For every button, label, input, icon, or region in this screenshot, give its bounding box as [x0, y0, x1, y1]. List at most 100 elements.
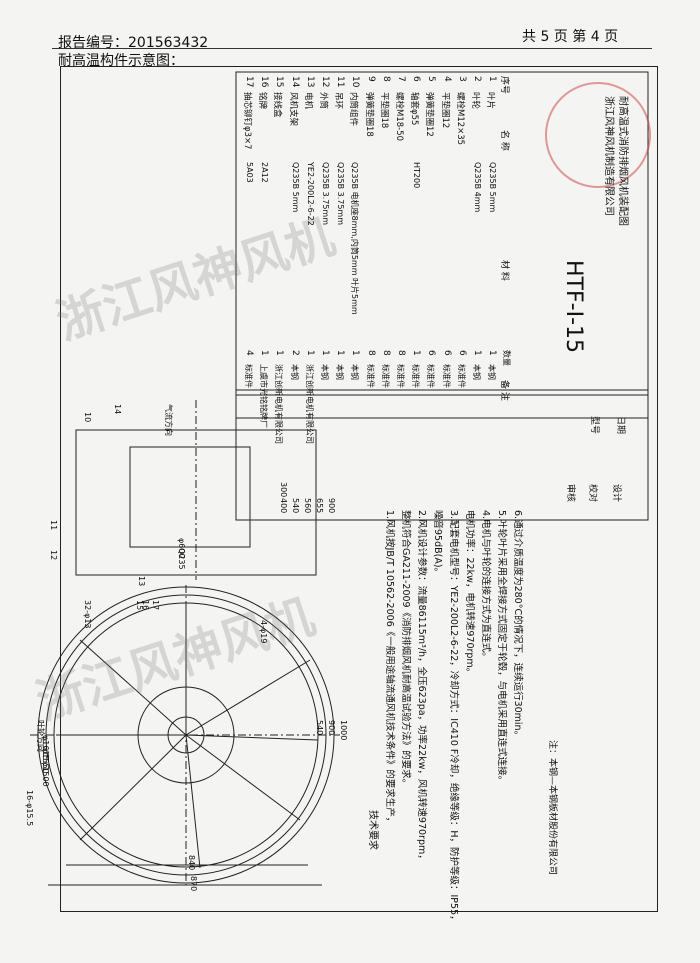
dimension-label: 540	[315, 720, 324, 736]
part-name: 螺栓M18-50	[394, 92, 404, 142]
part-name: 外筒	[318, 92, 328, 110]
header-qty: 数量	[502, 350, 512, 366]
part-remark: 标准件	[426, 364, 436, 388]
part-quantity: 2	[289, 350, 300, 356]
part-material: Q235B 4mm	[473, 162, 482, 213]
part-quantity: 8	[396, 350, 406, 356]
dimension-label: 840	[187, 855, 196, 871]
part-remark: 浙江创新电机有限公司	[274, 364, 284, 444]
part-material: 5A03	[245, 162, 254, 183]
tech-req-line: 5.叶轮叶片采用全焊接方式固定于轮毂，与电机采用直连式连接。	[496, 510, 507, 786]
part-number: 10	[350, 76, 361, 88]
part-material: HT200	[412, 162, 422, 189]
part-remark: 本钢	[320, 364, 329, 380]
part-quantity: 1	[274, 350, 285, 356]
diagram-caption: 耐高温构件示意图：	[58, 53, 184, 69]
tech-req-line: 2.风机设计参数：流量86115m³/h，全压623pa，功率22kw，风机转速…	[416, 510, 427, 864]
part-remark: 浙江创新电机有限公司	[304, 364, 314, 444]
dimension-label: 1000	[339, 720, 348, 741]
part-quantity: 1	[472, 350, 482, 356]
part-name: 接线盒	[272, 92, 283, 118]
header-name: 名 称	[499, 130, 510, 151]
part-name: 叶片	[485, 92, 496, 110]
part-name: 平垫圈12	[439, 92, 450, 129]
dimension-label: 叶轮方向	[36, 720, 45, 752]
dimension-label: Q235	[177, 548, 186, 570]
part-number: 1	[487, 76, 498, 82]
dimension-label: 870	[189, 876, 198, 892]
dimension-label: 32-φ13	[83, 600, 92, 629]
housing-outline	[75, 429, 317, 576]
part-remark: 标准件	[441, 364, 451, 388]
part-remark: 本钢	[289, 364, 299, 380]
part-remark: 上虞市光铭铭牌厂	[259, 364, 269, 428]
part-name: 平垫圈18	[378, 92, 389, 129]
part-name: 螺栓M12×35	[454, 92, 465, 146]
header-rule	[52, 48, 652, 49]
part-quantity: 1	[335, 350, 346, 356]
part-number: 8	[380, 76, 391, 82]
part-number: 15	[274, 76, 285, 88]
part-remark: 标准件	[365, 364, 375, 388]
part-name: 弹簧垫圈18	[363, 92, 374, 137]
product-name: 耐高温式消防排烟风机装配图	[617, 96, 628, 226]
part-quantity: 8	[380, 350, 391, 356]
tech-req-line: 4.电机与叶轮的连接方式为直连式。	[480, 510, 491, 662]
tech-req-line: 电机功率：22kw，电机转速970rpm。	[464, 510, 475, 678]
part-number: 14	[289, 76, 300, 88]
dimension-label: 12	[49, 550, 58, 561]
title-block-frame	[235, 394, 649, 521]
part-quantity: 1	[350, 350, 361, 356]
model-number: HTF-Ⅰ-15	[561, 260, 586, 353]
review-label: 审核	[565, 484, 575, 503]
part-quantity: 4	[244, 350, 254, 356]
report-number: 报告编号：201563432	[58, 35, 209, 51]
dimension-label: 4-φ19	[259, 620, 268, 644]
design-label: 设计	[611, 484, 621, 503]
dimension-label: 17	[151, 600, 160, 611]
part-number: 6	[411, 76, 422, 82]
dimension-label: 11	[49, 520, 58, 531]
part-name: 弹簧垫圈12	[424, 92, 435, 137]
check-label: 校对	[587, 484, 597, 503]
part-material: YE2-200L2-6-22	[305, 162, 315, 226]
dimension-label: 10	[83, 412, 92, 423]
dimension-label: 560	[303, 498, 312, 514]
blade-7	[185, 734, 301, 821]
part-quantity: 1	[320, 350, 330, 356]
part-material: Q235B 电机座8mm,内筒5mm 叶片5mm	[350, 162, 360, 315]
part-name: 风机支架	[287, 92, 298, 127]
part-remark: 标准件	[411, 364, 421, 388]
dimension-label: 13	[137, 576, 146, 587]
dimension-label: 540	[291, 498, 300, 514]
blade-5	[79, 734, 187, 841]
dimension-label: 16-φ15.5	[25, 790, 34, 827]
date-label: 日期	[615, 416, 625, 435]
header-remark: 备 注	[499, 380, 510, 401]
blade-1	[185, 659, 311, 736]
tech-req-line: 6.通过介质温度为280°C的情况下，连续运行30min。	[512, 510, 523, 741]
company-seal	[545, 82, 651, 188]
part-number: 5	[426, 76, 437, 82]
part-number: 2	[472, 76, 482, 82]
tech-req-line: 整机符合GA211-2009《消防排烟风机耐高温试验方法》的要求。	[400, 510, 411, 789]
part-remark: 标准件	[456, 364, 466, 388]
part-remark: 标准件	[396, 364, 405, 388]
part-remark: 本钢	[350, 364, 360, 380]
part-material: Q235B 3.75mm	[336, 162, 346, 225]
dimension-label: 300	[279, 482, 288, 498]
part-name: 吊环	[333, 92, 344, 110]
dimension-label: φ1500	[41, 761, 50, 787]
part-remark: 本钢	[335, 364, 345, 380]
tech-req-line: 1.风机按JB/T 10562-2006《一般用途轴流通风机技术条件》的要求生产…	[384, 510, 395, 827]
part-name: 铭牌	[257, 92, 268, 110]
part-number: 3	[456, 76, 467, 82]
header-material: 材 料	[499, 260, 510, 281]
tech-req-note: 注：本钢—本钢板材股份有限公司	[547, 740, 557, 876]
part-remark: 本钢	[487, 364, 497, 380]
company-name: 浙江风神风机制造有限公司	[603, 96, 614, 216]
tech-req-line: 噪音95dB(A)。	[432, 510, 443, 578]
part-number: 13	[304, 76, 315, 88]
blade-8	[185, 734, 319, 741]
part-number: 9	[365, 76, 376, 82]
